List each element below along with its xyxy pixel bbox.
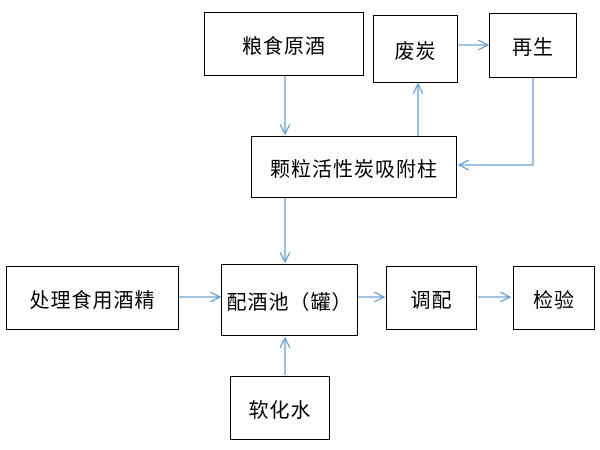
- node-treated-alcohol: 处理食用酒精: [6, 266, 179, 330]
- node-carbon-column: 颗粒活性炭吸附柱: [251, 136, 457, 198]
- node-waste-carbon: 废炭: [373, 15, 458, 83]
- node-regenerate: 再生: [489, 13, 577, 78]
- node-inspection: 检验: [513, 266, 595, 330]
- node-blending-tank: 配酒池（罐）: [221, 264, 358, 336]
- arrow-regen-to-column: [459, 78, 534, 165]
- node-blending: 调配: [386, 266, 477, 330]
- node-grain-liquor: 粮食原酒: [204, 12, 364, 76]
- node-soft-water: 软化水: [230, 376, 330, 440]
